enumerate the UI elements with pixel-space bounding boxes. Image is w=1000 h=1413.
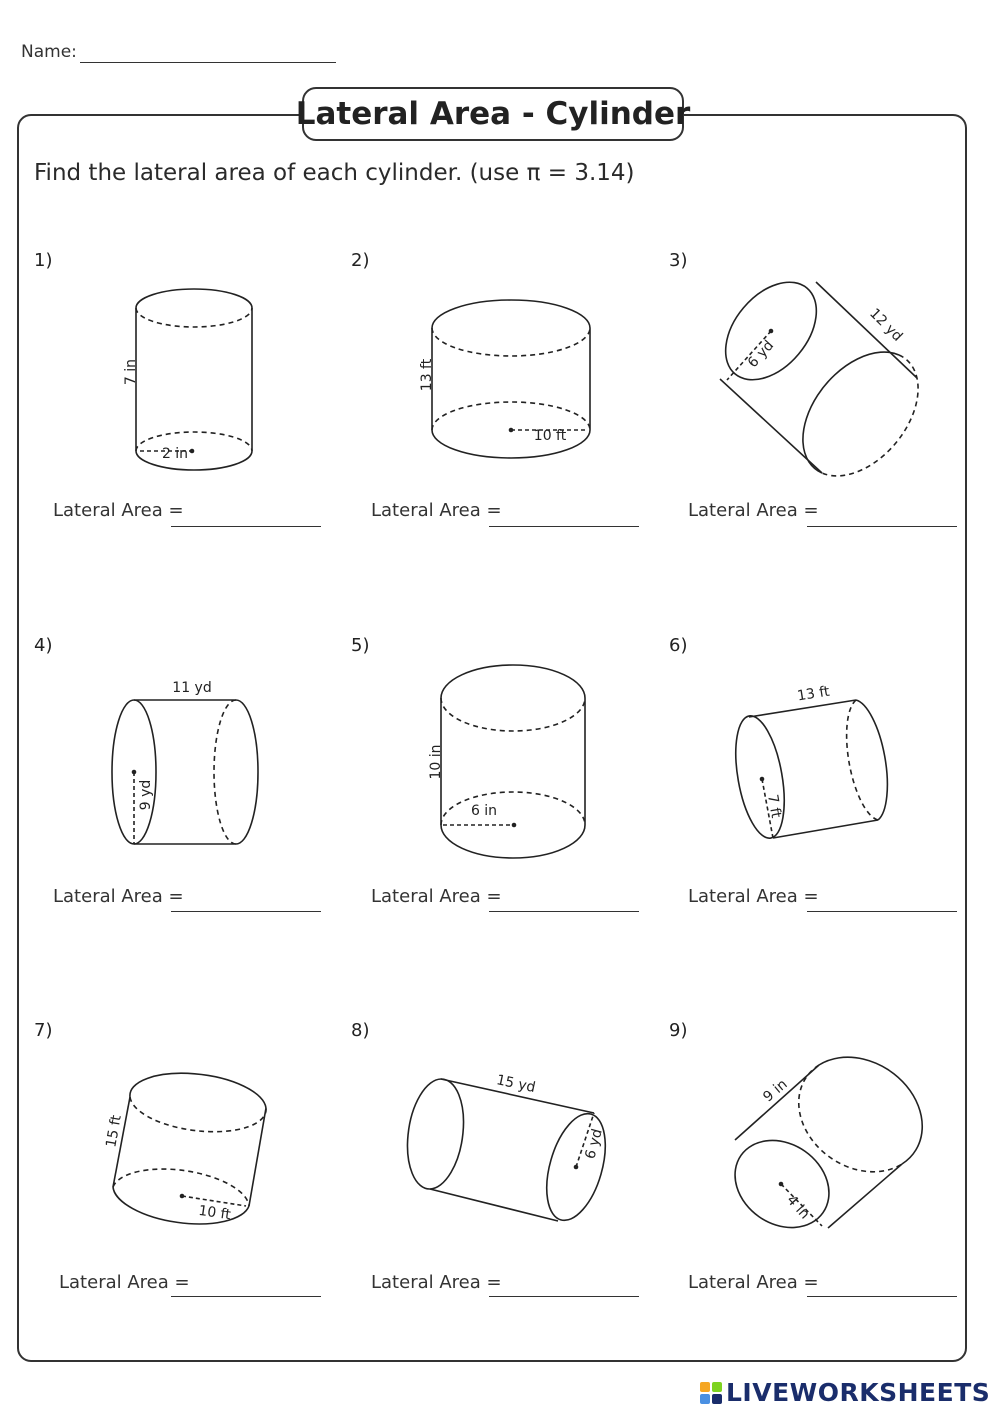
problem-number-3: 3)	[669, 250, 688, 271]
answer-line-7[interactable]	[171, 1296, 321, 1297]
dimension-label: 9 yd	[138, 780, 154, 811]
dimension-label: 6 yd	[745, 338, 777, 371]
dimension-label: 12 yd	[866, 306, 905, 345]
cylinder-figure-1: 7 in 2 in	[123, 288, 253, 471]
answer-line-2[interactable]	[489, 526, 639, 527]
dimension-label: 10 ft	[534, 428, 567, 444]
cylinder-figure-6: 13 ft 7 ft	[735, 684, 889, 839]
instructions: Find the lateral area of each cylinder. …	[34, 160, 635, 186]
lateral-area-label-4: Lateral Area =	[53, 886, 184, 907]
dimension-label: 13 ft	[796, 684, 831, 705]
title-box: Lateral Area - Cylinder	[296, 87, 690, 141]
logo-grid-icon	[700, 1381, 722, 1404]
problem-number-5: 5)	[351, 635, 370, 656]
brand-name: LIVEWORKSHEETS	[726, 1378, 991, 1407]
cylinder-figure-2: 13 ft 10 ft	[419, 299, 591, 459]
lateral-area-label-9: Lateral Area =	[688, 1272, 819, 1293]
lateral-area-label-5: Lateral Area =	[371, 886, 502, 907]
problem-number-1: 1)	[34, 250, 53, 271]
name-input-line[interactable]	[80, 62, 336, 63]
cylinder-figure-4: 11 yd 9 yd	[111, 680, 259, 845]
dimension-label: 7 ft	[764, 793, 784, 819]
problem-number-4: 4)	[34, 635, 53, 656]
dimension-label: 4 in	[783, 1192, 812, 1222]
answer-line-4[interactable]	[171, 911, 321, 912]
cylinder-figure-8: 15 yd 6 yd	[406, 1072, 607, 1222]
problem-number-9: 9)	[669, 1020, 688, 1041]
lateral-area-label-6: Lateral Area =	[688, 886, 819, 907]
lateral-area-label-2: Lateral Area =	[371, 500, 502, 521]
dimension-label: 6 in	[471, 803, 497, 819]
cylinder-figure-7: 15 ft 10 ft	[103, 1072, 267, 1225]
cylinder-figure-5: 10 in 6 in	[428, 664, 586, 859]
page-title: Lateral Area - Cylinder	[295, 96, 691, 132]
lateral-area-label-3: Lateral Area =	[688, 500, 819, 521]
answer-line-3[interactable]	[807, 526, 957, 527]
lateral-area-label-1: Lateral Area =	[53, 500, 184, 521]
liveworksheets-logo: LIVEWORKSHEETS	[700, 1378, 990, 1407]
problem-number-7: 7)	[34, 1020, 53, 1041]
cylinder-figure-9: 9 in 4 in	[734, 1056, 924, 1229]
cylinder-figure-3: 6 yd 12 yd	[719, 281, 919, 477]
answer-line-1[interactable]	[171, 526, 321, 527]
lateral-area-label-7: Lateral Area =	[59, 1272, 190, 1293]
problem-number-6: 6)	[669, 635, 688, 656]
problem-number-2: 2)	[351, 250, 370, 271]
dimension-label: 15 ft	[103, 1113, 124, 1148]
answer-line-6[interactable]	[807, 911, 957, 912]
problem-number-8: 8)	[351, 1020, 370, 1041]
answer-line-9[interactable]	[807, 1296, 957, 1297]
dimension-label: 9 in	[760, 1076, 790, 1105]
dimension-label: 6 yd	[582, 1127, 605, 1161]
lateral-area-label-8: Lateral Area =	[371, 1272, 502, 1293]
dimension-label: 11 yd	[172, 680, 211, 696]
dimension-label: 2 in	[162, 446, 188, 462]
dimension-label: 10 in	[428, 744, 444, 779]
name-label: Name:	[21, 42, 77, 62]
dimension-label: 10 ft	[197, 1203, 232, 1223]
answer-line-5[interactable]	[489, 911, 639, 912]
answer-line-8[interactable]	[489, 1296, 639, 1297]
dimension-label: 13 ft	[419, 358, 435, 391]
dimension-label: 7 in	[123, 359, 139, 385]
